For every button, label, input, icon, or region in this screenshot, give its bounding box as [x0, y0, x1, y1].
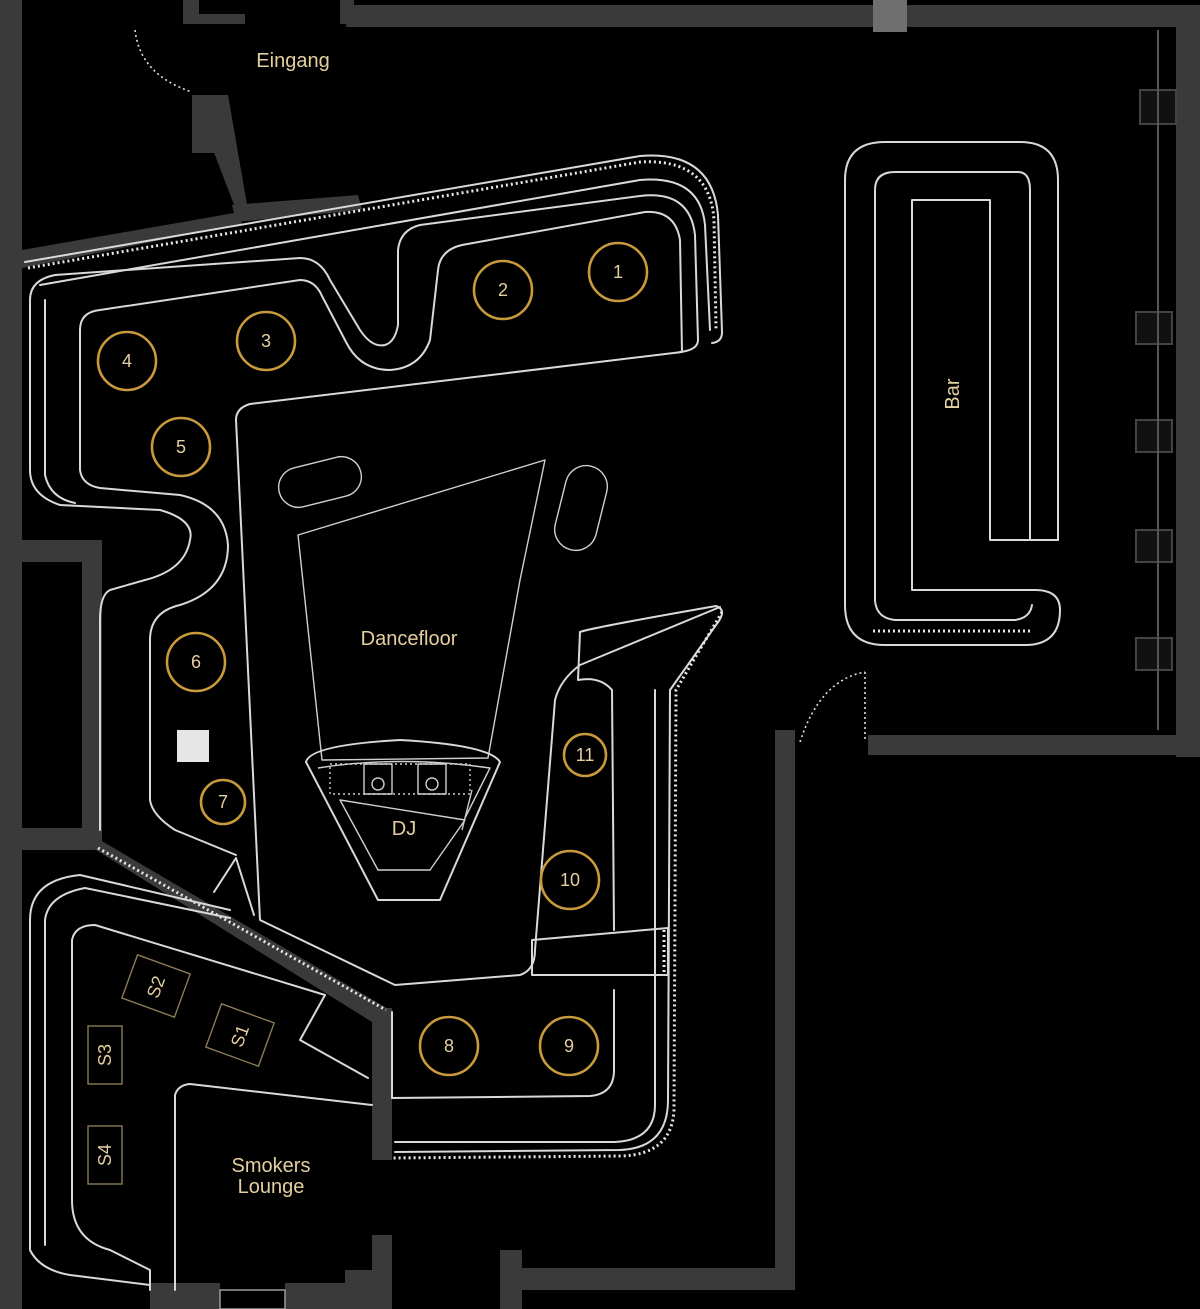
table-number: 5	[176, 437, 186, 457]
sofa-S4[interactable]: S4	[87, 1125, 123, 1185]
bar[interactable]	[844, 141, 1061, 646]
table-number: 8	[444, 1036, 454, 1056]
table-10[interactable]: 10	[539, 849, 601, 911]
table-number: 7	[218, 792, 228, 812]
table-7[interactable]: 7	[199, 778, 247, 826]
table-4[interactable]: 4	[96, 330, 158, 392]
table-number: 10	[560, 870, 580, 890]
table-1[interactable]: 1	[587, 241, 649, 303]
sofa-label: S4	[95, 1144, 115, 1166]
dancefloor-frame	[235, 419, 721, 986]
upper-lounge-outline	[24, 154, 723, 856]
table-number: 4	[122, 351, 132, 371]
table-5[interactable]: 5	[150, 416, 212, 478]
sofa-label: S2	[143, 973, 169, 1001]
table-11[interactable]: 11	[562, 732, 608, 778]
pillar-marker	[177, 730, 209, 762]
table-6[interactable]: 6	[165, 631, 227, 693]
table-2[interactable]: 2	[472, 259, 534, 321]
sofa-S2[interactable]: S2	[120, 953, 192, 1019]
table-number: 2	[498, 280, 508, 300]
table-number: 1	[613, 262, 623, 282]
sofa-label: S1	[227, 1022, 253, 1050]
table-number: 9	[564, 1036, 574, 1056]
table-9[interactable]: 9	[538, 1015, 600, 1077]
dancefloor-label: Dancefloor	[361, 628, 458, 650]
bar-label: Bar	[942, 378, 964, 409]
sofa-S1[interactable]: S1	[204, 1002, 276, 1068]
dj-label: DJ	[392, 818, 416, 840]
table-number: 11	[576, 745, 595, 765]
doors	[134, 29, 866, 743]
dj-booth[interactable]	[305, 739, 501, 901]
entrance-label: Eingang	[256, 50, 329, 72]
table-number: 6	[191, 652, 201, 672]
right-lounge-outline	[391, 605, 724, 1160]
table-number: 3	[261, 331, 271, 351]
smokers-lounge-label-line1: Smokers	[232, 1155, 311, 1177]
sofa-S3[interactable]: S3	[87, 1025, 123, 1085]
sofa-label: S3	[95, 1044, 115, 1066]
table-3[interactable]: 3	[235, 310, 297, 372]
smokers-lounge-outline	[29, 846, 387, 1291]
smokers-lounge-label-line2: Lounge	[238, 1176, 305, 1198]
table-8[interactable]: 8	[418, 1015, 480, 1077]
